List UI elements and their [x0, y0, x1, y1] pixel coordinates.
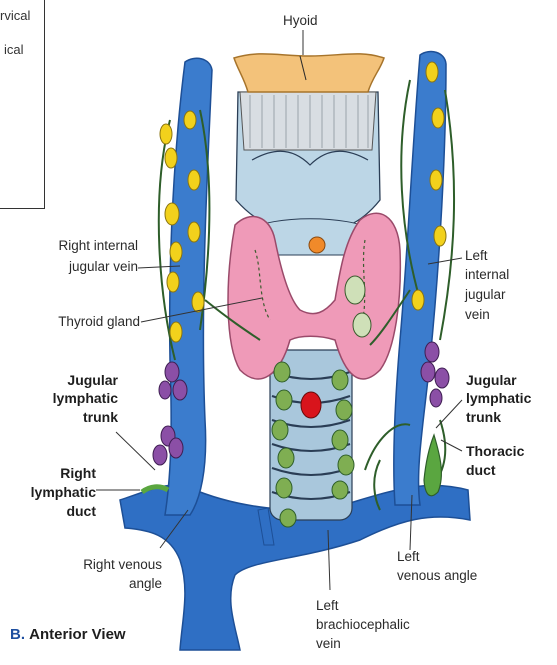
- label-hyoid: Hyoid: [283, 12, 318, 29]
- label-right-lymphatic-duct-2: lymphatic: [10, 484, 96, 501]
- label-right-venous-angle-2: angle: [40, 575, 162, 592]
- label-left-jugular-trunk-3: trunk: [466, 409, 501, 426]
- label-thoracic-duct-2: duct: [466, 462, 496, 479]
- caption-letter: B.: [10, 626, 25, 643]
- label-right-jugular-trunk-2: lymphatic: [30, 390, 118, 407]
- label-right-venous-angle-1: Right venous: [40, 556, 162, 573]
- label-left-venous-angle-1: Left: [397, 548, 420, 565]
- label-left-brachiocephalic-2: brachiocephalic: [316, 616, 410, 633]
- label-thoracic-duct-1: Thoracic: [466, 443, 524, 460]
- caption-text: Anterior View: [29, 626, 125, 643]
- label-thyroid-gland: Thyroid gland: [20, 313, 140, 330]
- label-left-brachiocephalic-1: Left: [316, 597, 339, 614]
- pretracheal-node: [301, 392, 321, 418]
- label-right-jugular-trunk-1: Jugular: [30, 372, 118, 389]
- label-right-internal-jugular-1: Right internal: [30, 237, 138, 254]
- label-left-internal-jugular-1: Left: [465, 247, 488, 264]
- label-right-jugular-trunk-3: trunk: [30, 409, 118, 426]
- hyoid-bone: [234, 54, 384, 92]
- label-right-internal-jugular-2: jugular vein: [30, 258, 138, 275]
- label-left-venous-angle-2: venous angle: [397, 567, 477, 584]
- label-left-jugular-trunk-1: Jugular: [466, 372, 517, 389]
- label-left-internal-jugular-3: jugular: [465, 286, 506, 303]
- figure-caption: B. Anterior View: [10, 626, 126, 643]
- label-left-jugular-trunk-2: lymphatic: [466, 390, 531, 407]
- label-left-internal-jugular-4: vein: [465, 306, 490, 323]
- thoracic-duct: [424, 435, 441, 496]
- label-right-lymphatic-duct-3: duct: [10, 503, 96, 520]
- label-right-lymphatic-duct-1: Right: [10, 465, 96, 482]
- label-left-brachiocephalic-3: vein: [316, 635, 341, 652]
- label-left-internal-jugular-2: internal: [465, 266, 509, 283]
- prelaryngeal-node: [309, 237, 325, 253]
